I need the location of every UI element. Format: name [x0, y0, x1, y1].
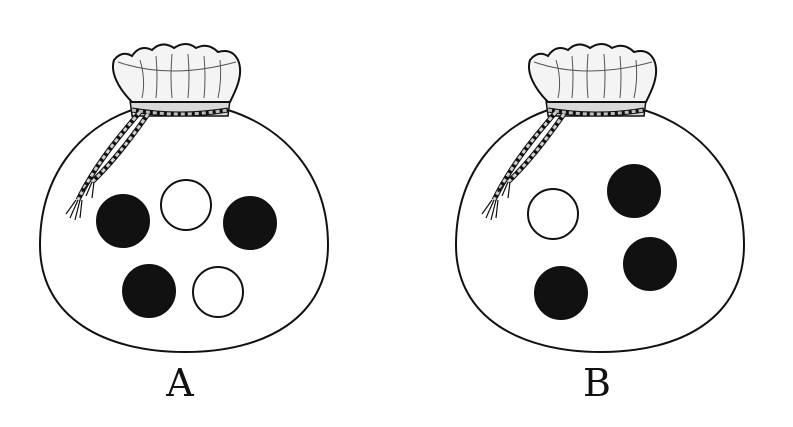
bag-a-ball-white-2	[192, 266, 244, 318]
bag-b-body	[454, 109, 746, 354]
bag-b-ball-black-1	[607, 164, 661, 218]
bag-a-ball-black-3	[122, 264, 176, 318]
bag-a-body	[38, 109, 330, 354]
bag-b: B	[454, 43, 746, 405]
bag-a-tassel	[65, 181, 95, 221]
bag-a-ball-white-1	[160, 179, 212, 231]
bag-a-ruffle-folds	[117, 53, 237, 99]
bag-a-ball-black-2	[223, 196, 277, 250]
bag-a-ruffle	[112, 43, 242, 103]
bag-b-ruffle	[528, 43, 658, 103]
bag-b-ruffle-folds	[533, 53, 653, 99]
bag-a-label: A	[165, 361, 194, 405]
bag-b-ball-black-2	[623, 237, 677, 291]
bag-b-ball-black-3	[534, 266, 588, 320]
bag-b-label: B	[583, 361, 611, 405]
bag-a: A	[38, 43, 330, 405]
bag-a-ball-black-1	[96, 194, 150, 248]
bag-b-tassel	[481, 181, 511, 221]
bag-b-ball-white-1	[527, 188, 579, 240]
